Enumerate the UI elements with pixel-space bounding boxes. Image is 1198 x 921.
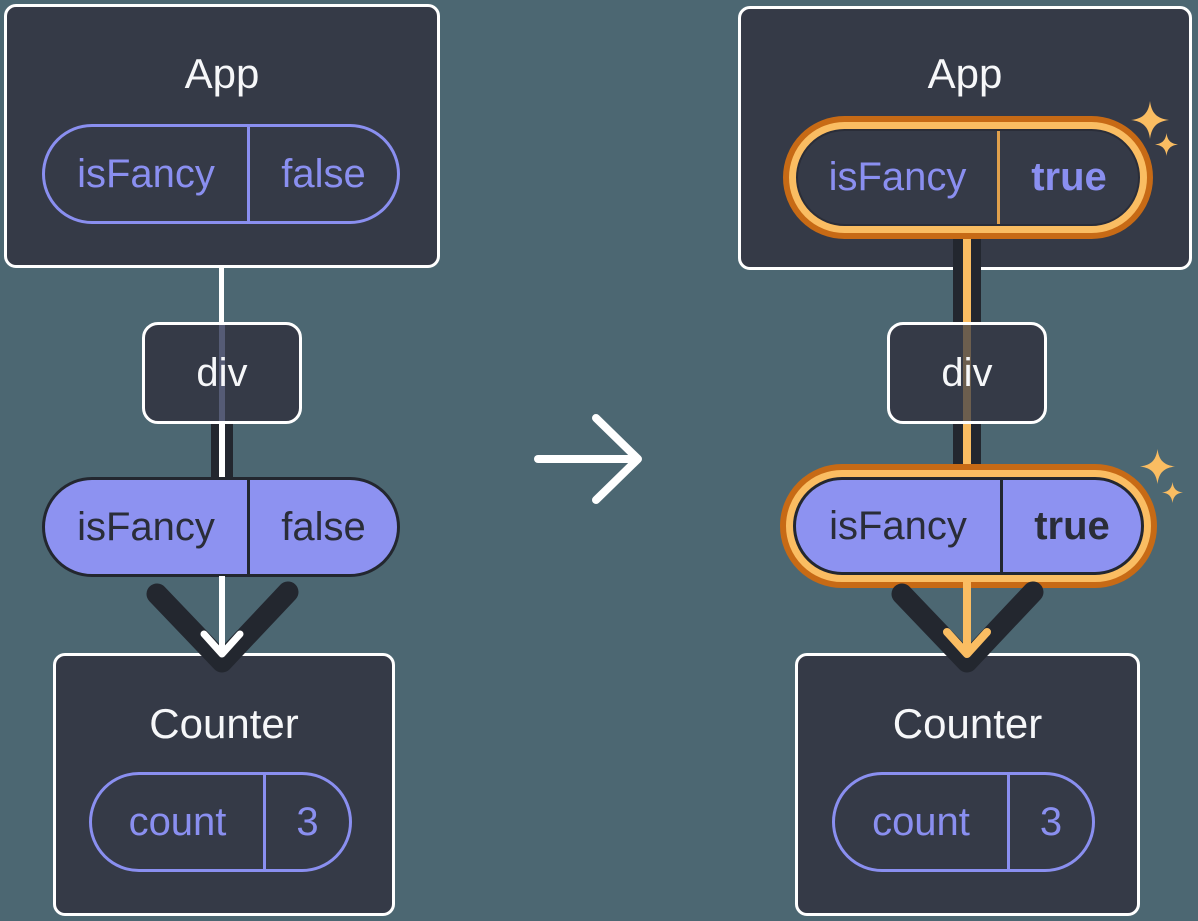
sparkle-icon xyxy=(1131,101,1169,139)
counter-state-pill: count 3 xyxy=(89,772,352,872)
prop-value: false xyxy=(247,480,397,574)
div-node: div xyxy=(887,322,1047,424)
transition-arrow-icon xyxy=(530,412,646,506)
app-prop-pill: isFancy true xyxy=(796,129,1140,226)
passed-prop-pill: isFancy true xyxy=(793,477,1144,575)
prop-arrow-core xyxy=(963,236,971,326)
state-name: count xyxy=(872,799,970,844)
arrow-passthrough-line xyxy=(963,325,971,421)
connector-app-div xyxy=(219,266,224,324)
counter-card-title: Counter xyxy=(149,700,299,747)
sparkle-icon xyxy=(1155,133,1178,156)
state-value: 3 xyxy=(263,775,349,869)
app-prop-pill: isFancy false xyxy=(42,124,400,224)
prop-name: isFancy xyxy=(829,503,967,548)
prop-value: false xyxy=(247,127,397,221)
counter-card-title: Counter xyxy=(892,700,1043,747)
sparkle-icon xyxy=(1162,482,1183,503)
passed-prop-pill: isFancy false xyxy=(42,477,400,577)
prop-value: true xyxy=(1000,480,1141,572)
div-node: div xyxy=(142,322,302,424)
prop-arrowhead-icon xyxy=(135,572,310,690)
prop-name: isFancy xyxy=(77,151,215,196)
div-node-label: div xyxy=(941,350,993,395)
prop-arrow-core xyxy=(219,421,225,479)
app-card-title: App xyxy=(927,50,1003,97)
div-node-label: div xyxy=(196,350,248,395)
arrow-passthrough-line xyxy=(219,325,225,421)
counter-state-pill: count 3 xyxy=(832,772,1095,872)
prop-arrow-core xyxy=(963,420,971,472)
app-prop-pill-highlight: isFancy true xyxy=(783,116,1153,239)
state-name: count xyxy=(128,799,227,844)
state-value: 3 xyxy=(1007,775,1092,869)
prop-arrowhead-icon xyxy=(880,572,1055,690)
prop-name: isFancy xyxy=(77,504,215,549)
passed-prop-pill-highlight: isFancy true xyxy=(780,464,1157,588)
app-card-title: App xyxy=(184,50,260,97)
prop-value: true xyxy=(997,131,1138,224)
prop-name: isFancy xyxy=(828,155,967,199)
sparkle-icon xyxy=(1140,449,1175,484)
